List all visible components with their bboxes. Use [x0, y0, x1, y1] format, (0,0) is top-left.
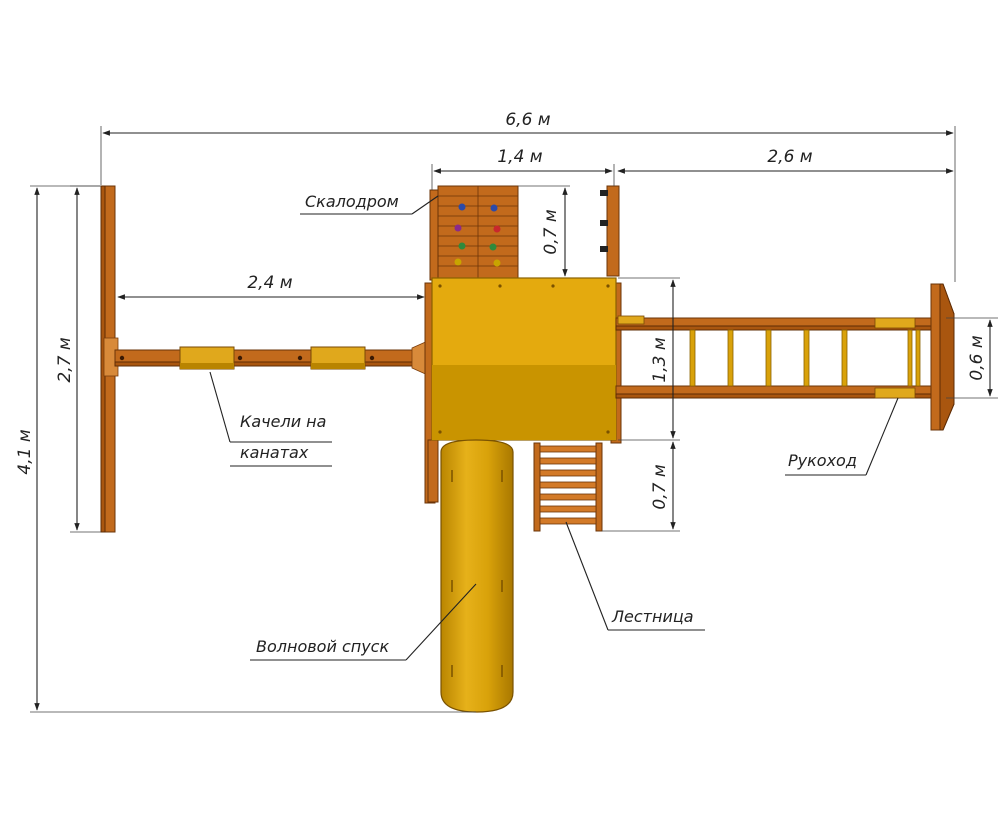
dimension-deck-depth-label: 1,3 м — [650, 337, 670, 382]
dimension-total-depth-label: 4,1 м — [15, 429, 35, 474]
swing-beam — [114, 339, 431, 377]
dimension-deck-depth: 1,3 м — [618, 277, 680, 441]
swings-label-line1: Качели на — [240, 412, 326, 431]
dimension-swing-frame-width: 2,7 м — [55, 185, 101, 533]
dimension-monkey-bars-length: 2,6 м — [617, 147, 954, 174]
dimension-swing-beam-length-label: 2,4 м — [247, 273, 292, 293]
dimension-monkey-bars-width: 0,6 м — [946, 317, 998, 399]
dimension-ladder-depth-label: 0,7 м — [650, 464, 670, 509]
dimension-ladder-depth: 0,7 м — [602, 441, 680, 532]
dimension-tower-width: 1,4 м — [431, 147, 615, 190]
wave-slide-label: Волновой спуск — [256, 637, 389, 656]
ladder — [533, 442, 603, 532]
swings-label-line2: канатах — [240, 443, 309, 462]
dimension-swing-beam-length: 2,4 м — [117, 273, 425, 300]
dimension-climbing-wall-depth: 0,7 м — [518, 185, 570, 277]
monkey-bars — [615, 283, 955, 431]
dimension-climbing-wall-depth-label: 0,7 м — [541, 209, 561, 254]
dimension-monkey-bars-width-label: 0,6 м — [967, 335, 987, 380]
dimension-total-depth: 4,1 м — [15, 185, 476, 713]
wave-slide — [440, 439, 514, 713]
monkey-bars-label: Рукоход — [788, 451, 857, 470]
tower-handles — [600, 190, 608, 252]
callout-ladder: Лестница — [565, 521, 705, 631]
climbing-wall — [437, 185, 519, 279]
dimension-total-width: 6,6 м — [100, 110, 956, 282]
climbing-wall-label: Скалодром — [305, 192, 399, 211]
callout-swings: Качели на канатах — [209, 371, 332, 467]
dimension-swing-frame-width-label: 2,7 м — [55, 337, 75, 382]
callout-wave-slide: Волновой спуск — [250, 583, 477, 661]
callout-monkey-bars: Рукоход — [785, 397, 899, 476]
swing-seats — [179, 346, 366, 370]
callout-climbing-wall: Скалодром — [300, 192, 439, 215]
dimension-monkey-bars-length-label: 2,6 м — [767, 147, 812, 167]
dimension-tower-width-label: 1,4 м — [497, 147, 542, 167]
ladder-label: Лестница — [611, 607, 694, 626]
dimension-total-width-label: 6,6 м — [505, 110, 550, 130]
tower-deck — [431, 277, 617, 441]
